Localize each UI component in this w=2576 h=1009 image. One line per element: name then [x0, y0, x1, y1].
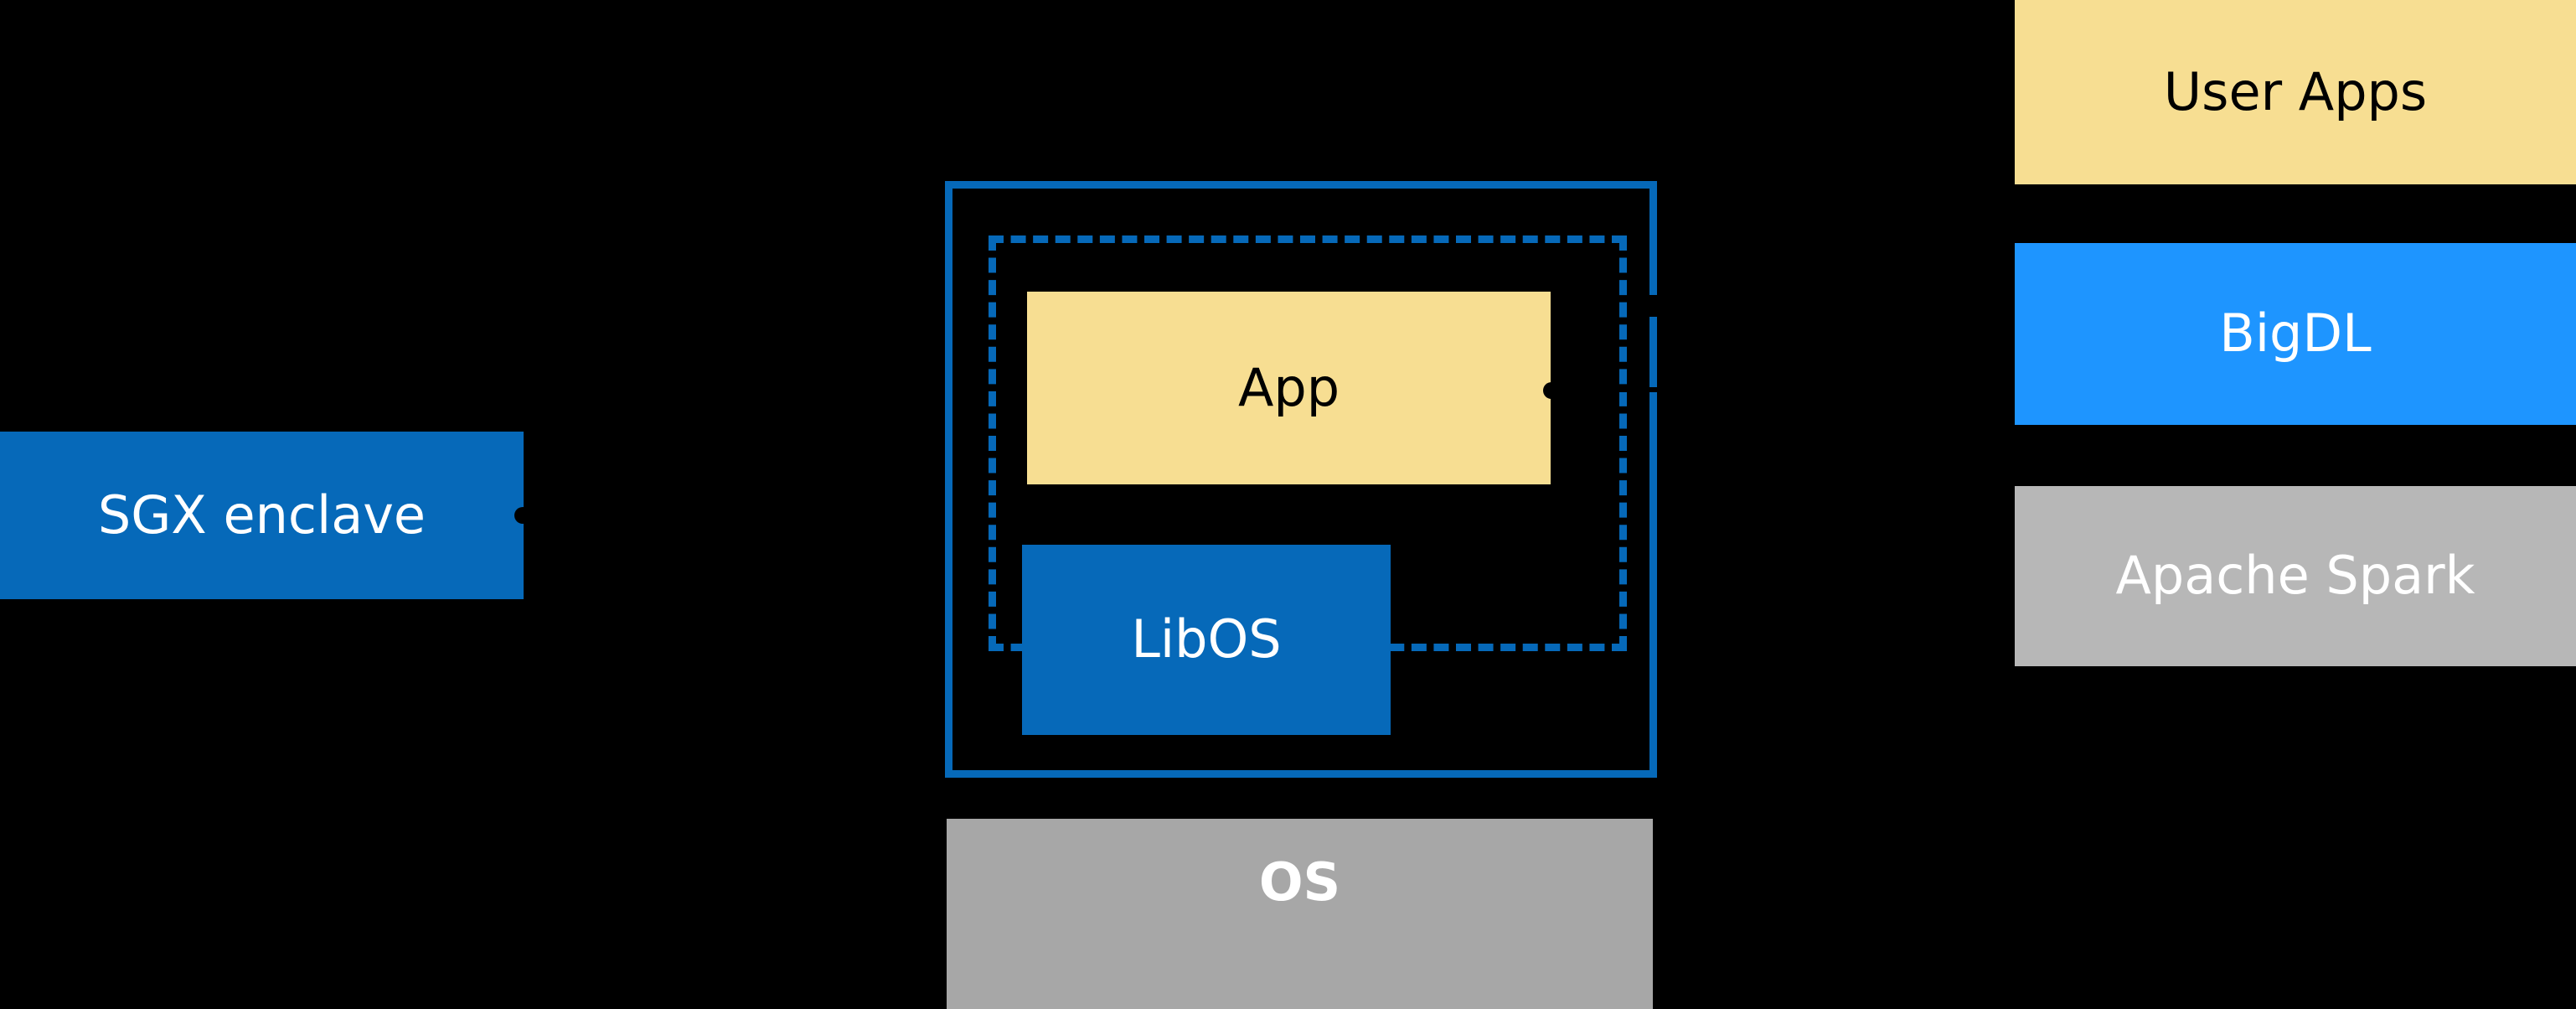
- libos-label: LibOS: [1131, 608, 1282, 670]
- os-box: OS: [947, 819, 1653, 1009]
- user-apps-box: User Apps: [2015, 0, 2576, 184]
- app-connector-endpoint-dot: [1543, 382, 1560, 399]
- sgx-connector-endpoint-dot: [514, 507, 531, 524]
- app-label: App: [1237, 356, 1340, 418]
- app-to-user-apps-connector: [1551, 387, 2015, 392]
- enclave-frame-solid: [945, 181, 1657, 778]
- bigdl-box: BigDL: [2015, 243, 2576, 425]
- libos-box: LibOS: [1022, 545, 1391, 735]
- os-label: OS: [1258, 851, 1341, 913]
- sgx-enclave-label: SGX enclave: [97, 484, 426, 546]
- sgx-enclave-box: SGX enclave: [0, 432, 524, 599]
- apache-spark-label: Apache Spark: [2115, 545, 2475, 607]
- bigdl-label: BigDL: [2219, 303, 2372, 365]
- app-box: App: [1027, 292, 1551, 484]
- apache-spark-box: Apache Spark: [2015, 486, 2576, 666]
- user-apps-label: User Apps: [2163, 60, 2428, 122]
- sgx-to-enclave-connector: [523, 513, 945, 518]
